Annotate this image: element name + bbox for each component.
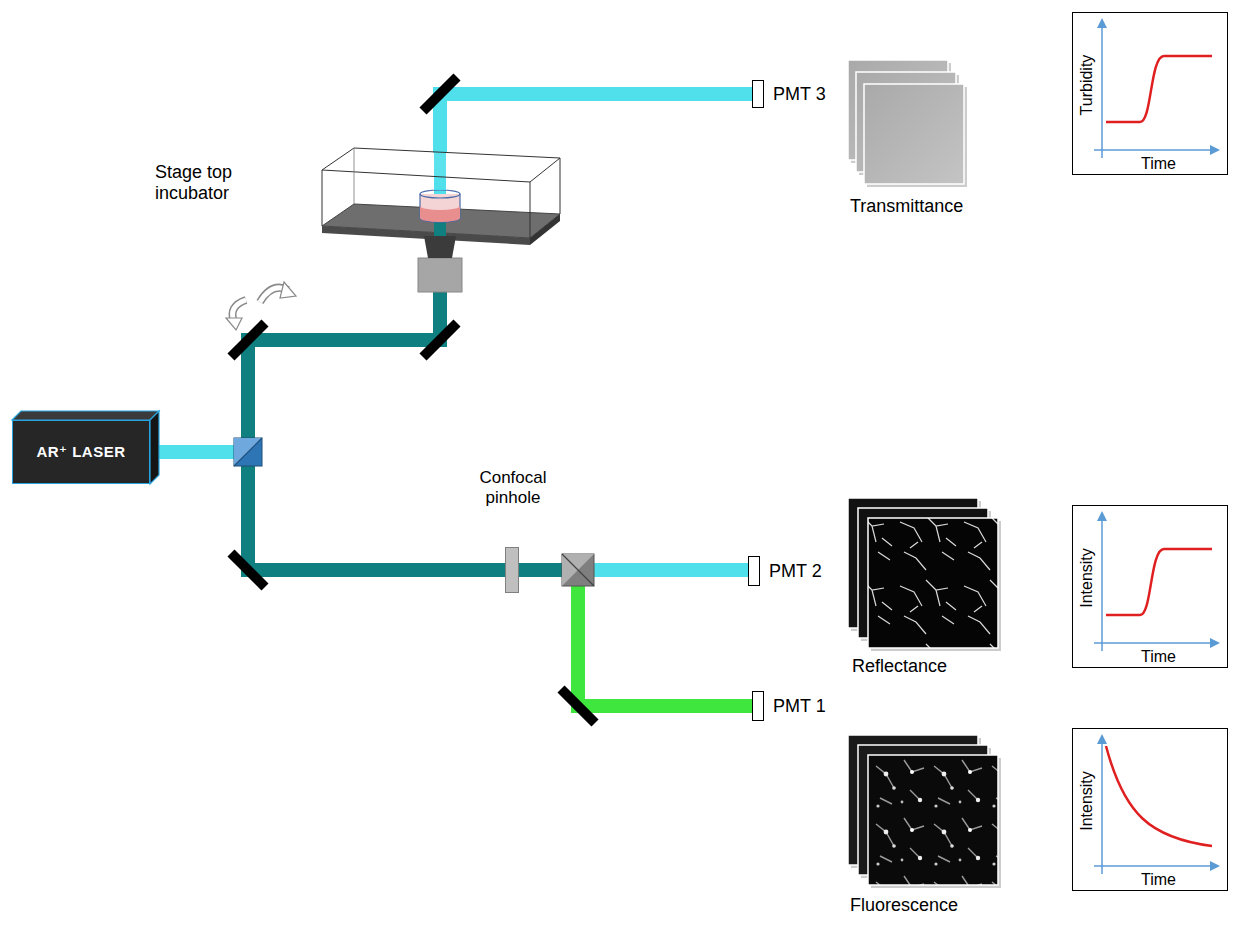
light-beam <box>519 570 748 571</box>
beam-segment <box>150 445 248 459</box>
plot-axes-part-part <box>1106 746 1212 846</box>
light-beam <box>150 294 440 452</box>
laser-housing <box>12 411 159 484</box>
confocal-pinhole: Confocal pinhole <box>505 547 519 593</box>
incubator-drawing-part <box>560 158 561 214</box>
plot-axes-part <box>1072 728 1228 891</box>
mirror-part <box>231 553 265 587</box>
rotation-arrow <box>226 282 296 330</box>
mirror <box>231 77 595 723</box>
dichroic-splitter-part <box>562 554 594 586</box>
incubator-drawing-part <box>420 206 460 222</box>
intensity-plot: IntensityTime <box>1072 728 1228 891</box>
plot-axes-part-part <box>1097 18 1107 28</box>
plot-axes-part-part <box>1072 505 1228 668</box>
image-caption: Transmittance <box>850 196 963 217</box>
plot-axes <box>1072 12 1228 891</box>
reflectance-stack-part <box>868 518 998 648</box>
beam-segment <box>248 294 440 452</box>
pmt-detector: PMT 1 <box>752 691 764 721</box>
node-text: Turbidity <box>1078 55 1096 116</box>
incubator-drawing <box>322 146 560 292</box>
node-text: Intensity <box>1078 771 1096 831</box>
beam-segment <box>248 452 505 570</box>
beam-segment <box>578 570 752 706</box>
plot-axes-part-part <box>1210 861 1220 871</box>
transmittance-stack-part <box>864 84 964 184</box>
light-beam <box>150 452 505 570</box>
node-text: Intensity <box>1078 548 1096 608</box>
beam-splitter-part <box>234 438 262 466</box>
dichroic-splitter <box>562 554 594 586</box>
node-text: PMT 3 <box>773 84 826 105</box>
node-text: Time <box>1141 871 1176 889</box>
beam-segment <box>150 445 248 459</box>
beam-segment <box>440 94 752 146</box>
fluorescence-stack <box>848 735 1001 888</box>
beam-segment <box>578 563 748 577</box>
plot-axes-part-part <box>1101 519 1103 651</box>
incubator-drawing-part <box>418 258 462 292</box>
plot-axes-part-part <box>1210 638 1220 648</box>
node-text: Time <box>1141 155 1176 173</box>
plot-axes-part-part <box>1094 865 1212 867</box>
dichroic-splitter-part <box>562 554 594 586</box>
dichroic-splitter-part <box>562 554 594 586</box>
pmt-detector: PMT 3 <box>752 80 764 108</box>
light-beam <box>440 94 752 146</box>
incubator-drawing-part <box>424 236 456 258</box>
pmt-detector: PMT 2 <box>748 556 760 586</box>
incubator-drawing-part <box>354 148 355 204</box>
node-text: PMT 2 <box>769 561 822 582</box>
rotation-arrow-part <box>226 318 242 330</box>
node-text: AR⁺ LASER <box>36 443 125 460</box>
plot-axes-part-part <box>1101 742 1103 874</box>
stage-incubator: Stage top incubator <box>318 146 562 294</box>
reflectance-stack <box>848 498 1001 651</box>
rotation-arrow-part <box>280 282 296 298</box>
beam-splitter-part <box>234 438 262 466</box>
image-caption: Reflectance <box>852 656 947 677</box>
plot-axes-part-part <box>1106 56 1212 122</box>
incubator-drawing-part <box>420 190 460 198</box>
transmittance-stack <box>848 60 967 187</box>
mirror-part <box>423 77 457 111</box>
plot-axes-part-part <box>1094 149 1212 151</box>
turbidity-plot: TurbidityTime <box>1072 12 1228 175</box>
laser-housing-part <box>12 411 159 420</box>
plot-axes-part-part <box>1097 734 1107 744</box>
beam-splitter <box>234 438 262 466</box>
mirror-part <box>423 323 457 357</box>
incubator-drawing-part <box>530 214 560 245</box>
node-text: PMT 1 <box>773 696 826 717</box>
node-text: Time <box>1141 648 1176 666</box>
argon-laser: AR⁺ LASER <box>12 420 150 484</box>
node-text: Stage top incubator <box>155 162 295 203</box>
node-text: Confocal pinhole <box>468 468 558 507</box>
incubator-drawing-part <box>322 170 323 226</box>
beam-splitter-part <box>234 438 262 466</box>
plot-axes-part <box>1072 505 1228 668</box>
plot-axes-part-part <box>1097 511 1107 521</box>
image-caption: Fluorescence <box>850 895 958 916</box>
plot-axes-part <box>1072 12 1228 175</box>
plot-axes-part-part <box>1094 642 1212 644</box>
mirror-part <box>561 689 595 723</box>
incubator-drawing-part <box>322 148 560 182</box>
fluorescence-stack-part <box>868 755 998 885</box>
plot-axes-part-part <box>1210 145 1220 155</box>
plot-axes-part-part <box>1106 549 1212 615</box>
incubator-drawing-part <box>530 182 531 238</box>
light-beam <box>519 570 752 706</box>
plot-axes-part-part <box>1101 26 1103 158</box>
plot-axes-part-part <box>1072 12 1228 175</box>
intensity-plot: IntensityTime <box>1072 505 1228 668</box>
laser-housing-part <box>150 411 159 484</box>
plot-axes-part-part <box>1072 728 1228 891</box>
